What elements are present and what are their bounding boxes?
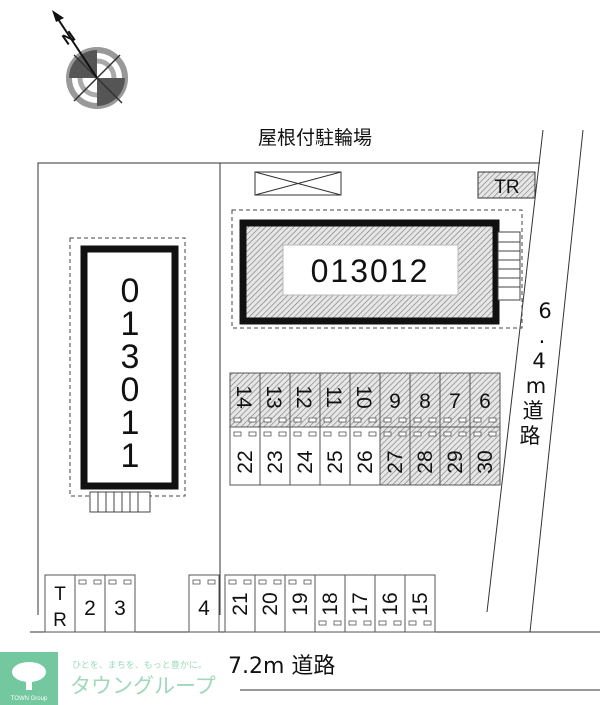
parking-space: 4 [188,574,220,633]
parking-space: 8 [409,372,441,428]
parking-number: 22 [234,450,257,473]
compass-rose-icon: N [52,10,128,109]
parking-number: 15 [409,592,432,615]
parking-number: 7 [449,390,461,413]
parking-number: 6 [479,390,491,413]
parking-number: 2 [84,597,96,620]
building-id-digit: 1 [121,305,140,343]
parking-number: 11 [322,386,345,408]
svg-text:タウングループ: タウングループ [70,674,216,698]
parking-number: 12 [292,385,315,408]
parking-number: 18 [319,592,342,615]
parking-number: 19 [289,592,312,615]
parking-number: 10 [352,385,375,408]
building-id-digit: 3 [121,338,140,376]
building-013012: 013012 [231,209,523,329]
parking-space: 11 [319,372,351,428]
parking-space: 25 [319,426,351,486]
road-east-char: 6 [538,299,551,323]
building-id: 013012 [311,253,430,289]
parking-number: 8 [419,390,431,413]
parking-number: 24 [294,450,317,474]
parking-space: 21 [224,574,256,633]
parking-number: 17 [349,592,372,615]
parking-space: 30 [469,426,501,486]
road-east-char: . [539,324,546,348]
road-east-char: 路 [520,424,541,448]
parking-space: 12 [289,372,321,428]
parking-number: 25 [324,450,347,473]
parking-space: 29 [439,426,471,486]
trash-station: TR [44,574,76,633]
parking-number: 3 [114,597,126,620]
trash-label: T [54,584,66,605]
parking-space: 15 [404,574,436,633]
svg-text:TOWN Group: TOWN Group [11,696,48,702]
bike-parking-label: 屋根付駐輪場 [258,127,372,149]
parking-space: 18 [314,574,346,633]
parking-space: 26 [349,426,381,486]
town-group-watermark: TOWN Group ひとを、まちを、もっと豊かに。 タウングループ [0,652,216,705]
building-id-digit: 1 [121,404,140,442]
parking-space: 17 [344,574,376,633]
road-east-char: 道 [523,399,544,423]
parking-number: 16 [379,592,402,615]
parking-space: 27 [379,426,411,486]
building-id-digit: 0 [121,272,140,310]
trash-label: TR [494,177,519,198]
trash-station: TR [477,171,536,199]
parking-number: 30 [474,450,497,473]
tree-logo-icon [12,662,46,690]
parking-number: 28 [414,450,437,473]
trash-label: R [53,610,67,631]
parking-number: 20 [259,592,282,615]
parking-space: 23 [259,426,291,486]
parking-number: 13 [262,385,285,408]
parking-space: 16 [374,574,406,633]
parking-space: 10 [349,372,381,428]
parking-space: 6 [469,372,501,428]
parking-number: 21 [229,592,252,615]
road-east-char: m [526,374,546,398]
parking-number: 4 [198,597,210,620]
parking-space: 28 [409,426,441,486]
parking-space: 9 [379,372,411,428]
parking-number: 9 [389,390,401,413]
road-south-label: 7.2m 道路 [228,654,335,679]
stairs [89,491,151,513]
bike-parking [254,171,342,196]
parking-number: 27 [384,450,407,473]
road-east-char: 4 [532,349,545,373]
parking-number: 29 [444,450,467,473]
building-id-digit: 0 [121,371,140,409]
parking-number: 23 [264,450,287,473]
svg-text:ひとを、まちを、もっと豊かに。: ひとを、まちを、もっと豊かに。 [72,659,207,671]
parking-space: 7 [439,372,471,428]
parking-space: 24 [289,426,321,486]
parking-number: 14 [232,385,255,409]
parking-space: 3 [104,574,136,633]
parking-space: 20 [254,574,286,633]
parking-space: 22 [229,426,261,486]
parking-number: 26 [354,450,377,473]
stairs [497,231,521,301]
parking-space: 13 [259,372,291,428]
parking-space: 2 [74,574,106,633]
parking-space: 14 [229,372,261,428]
building-id-digit: 1 [121,437,140,475]
parking-middle-row: 22 23 24 25 26 27 28 29 30 [229,426,501,486]
parking-space: 19 [284,574,316,633]
